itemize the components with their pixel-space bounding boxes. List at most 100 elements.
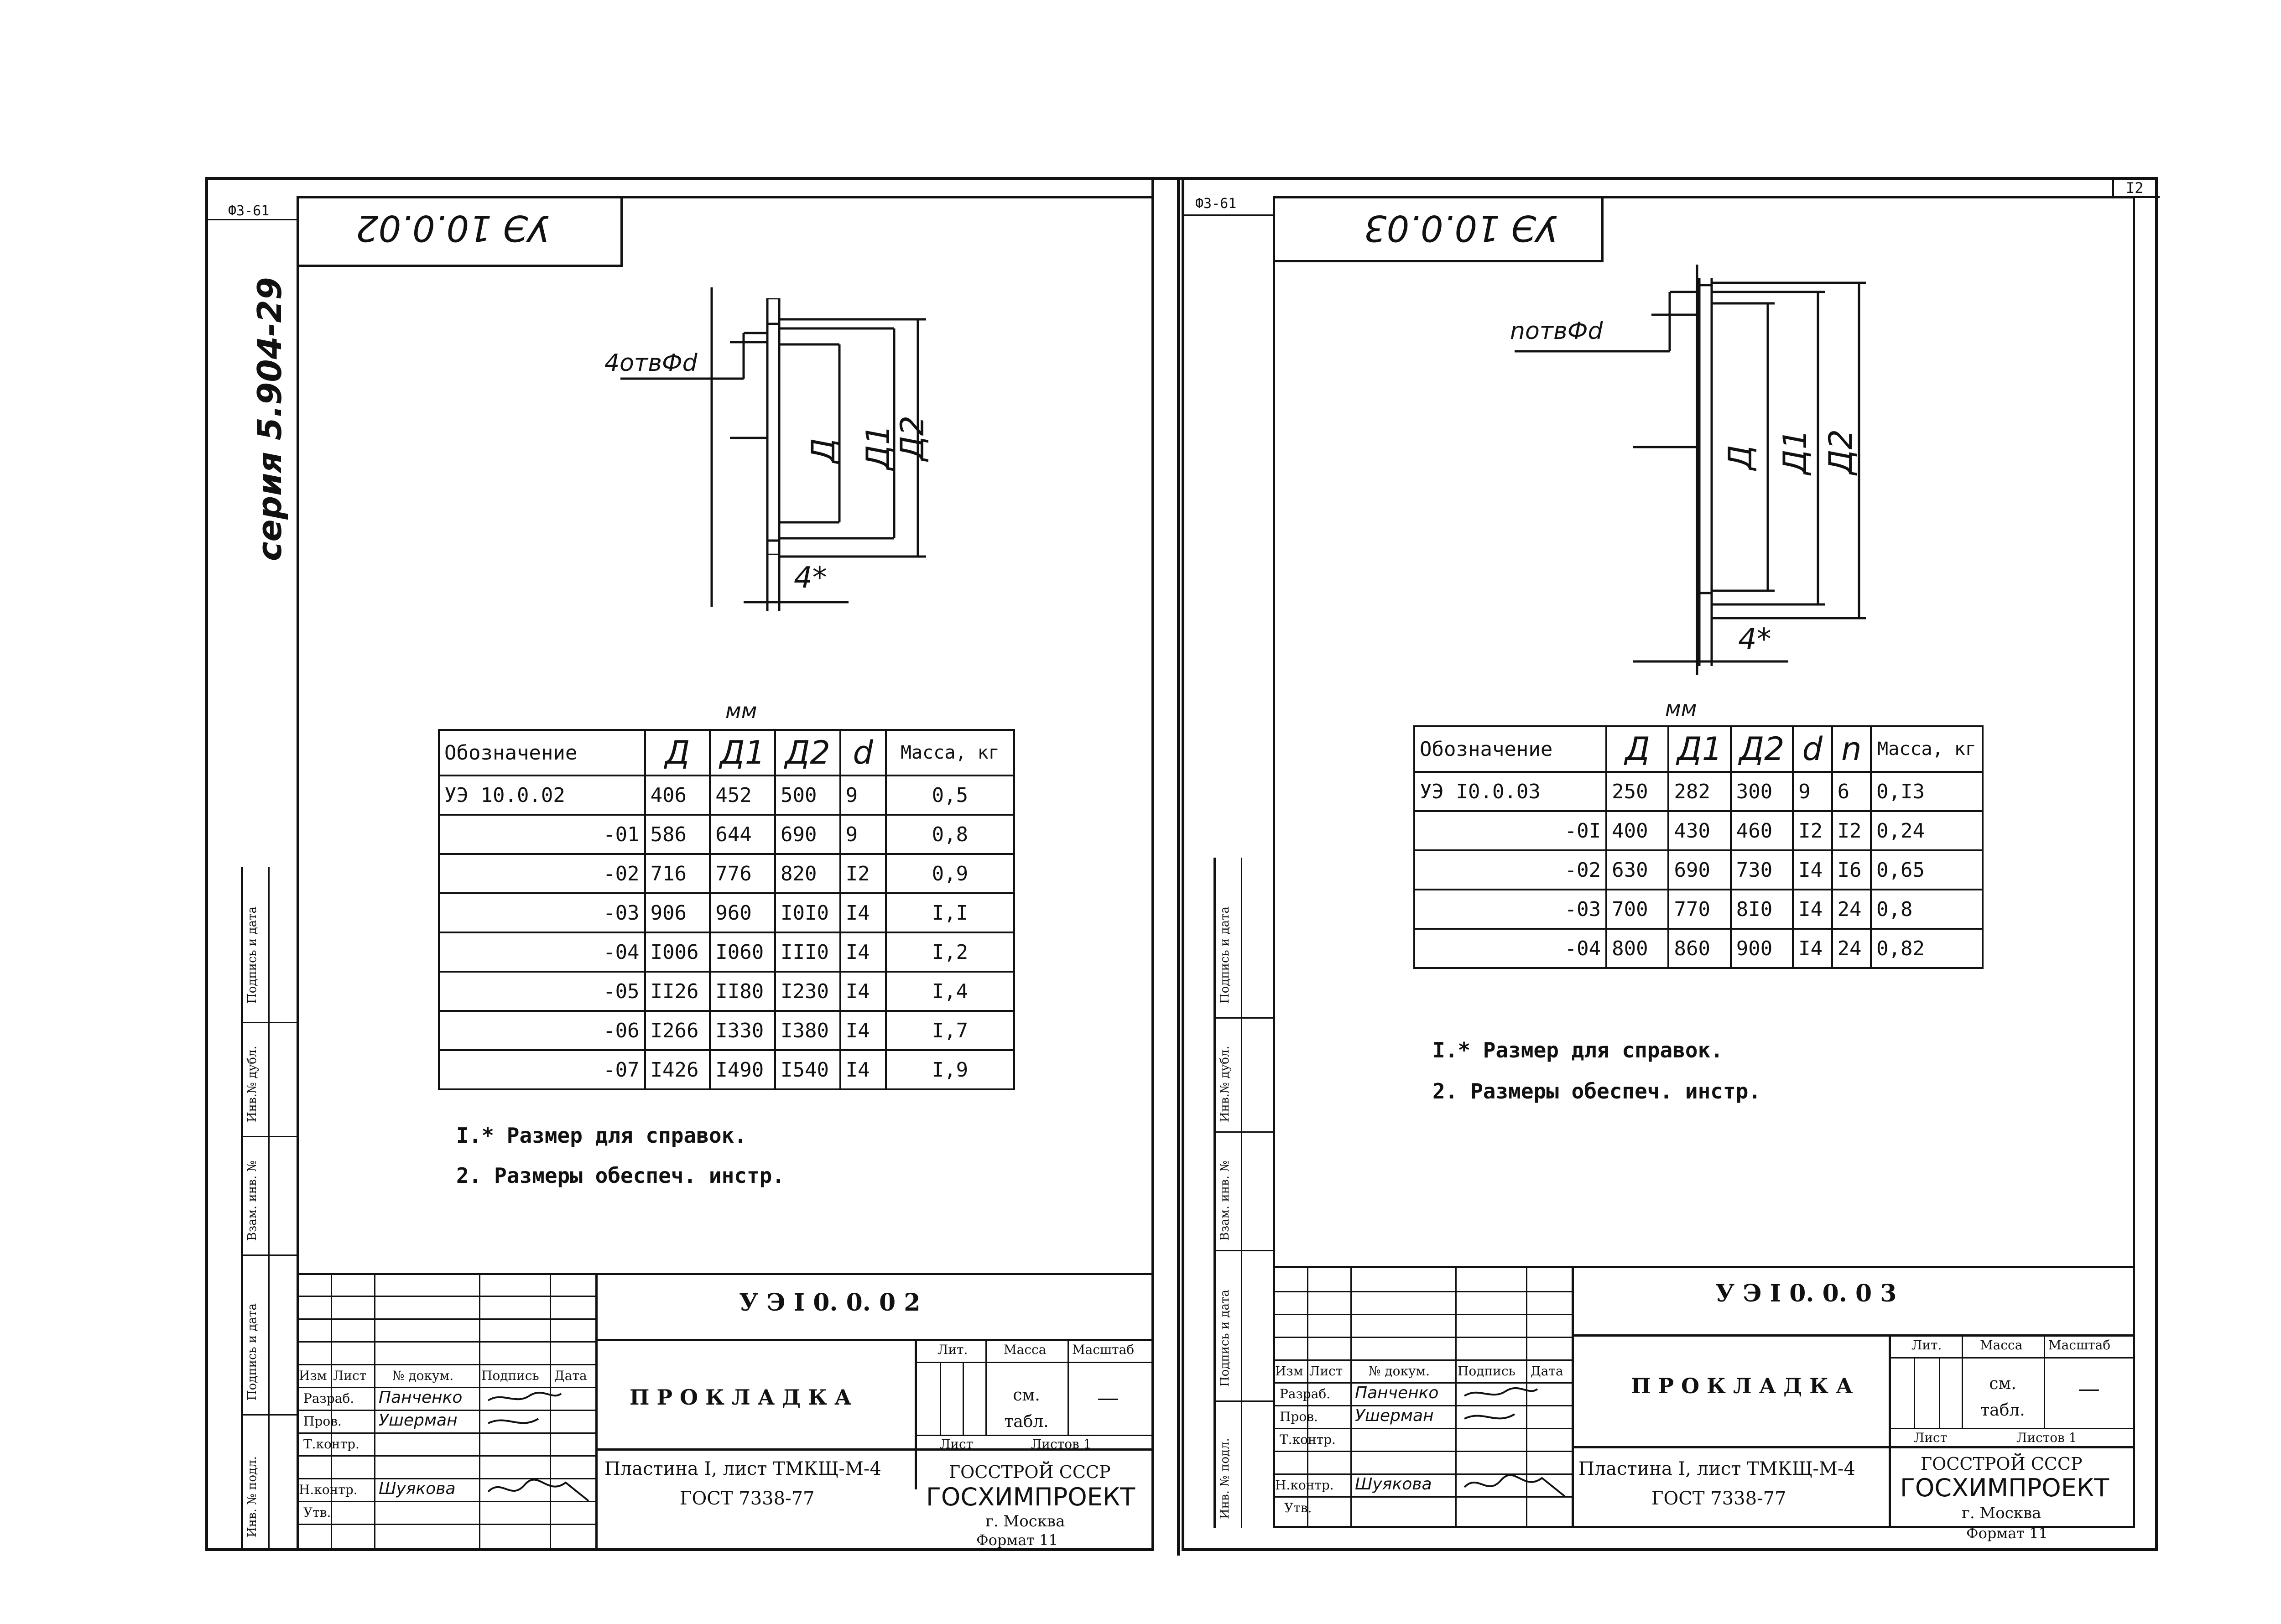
col-header: Д1 xyxy=(709,729,776,776)
stamp-signature: Панченко xyxy=(379,1388,463,1407)
stamp-role: Разраб. xyxy=(1280,1386,1331,1401)
col-header: d xyxy=(839,729,887,776)
cell: I006 xyxy=(644,932,711,973)
cell: I060 xyxy=(709,932,776,973)
cell: I2 xyxy=(1792,811,1833,851)
stamp-gost: ГОСТ 7338-77 xyxy=(680,1488,815,1509)
dim-label-d2: Д2 xyxy=(1822,429,1859,474)
mirrored-code-box xyxy=(297,196,623,267)
cell: -01 xyxy=(438,815,646,855)
stamp-sheet-label: Лист xyxy=(1914,1430,1948,1445)
cell: 630 xyxy=(1605,850,1670,890)
cell: 24 xyxy=(1831,890,1872,930)
stamp-sheets-label: Листов 1 xyxy=(1031,1437,1092,1452)
side-strip xyxy=(241,867,299,1551)
note-2: 2. Размеры обеспеч. инстр. xyxy=(1432,1079,1761,1103)
cell: 690 xyxy=(774,815,841,855)
title-block xyxy=(1273,1266,2135,1530)
cell: I380 xyxy=(774,1011,841,1051)
side-strip xyxy=(1213,858,1275,1528)
cell: 9 xyxy=(1792,772,1833,812)
cell: 0,8 xyxy=(885,815,1016,855)
cell: I4 xyxy=(839,1050,887,1090)
stamp-head-label: Подпись xyxy=(481,1368,539,1383)
cell: 406 xyxy=(644,776,711,816)
stamp-org1: ГОССТРОЙ СССР xyxy=(1921,1454,2083,1474)
cell: -04 xyxy=(438,932,646,973)
cell: I266 xyxy=(644,1011,711,1051)
table-row: -05 II26 II80 I230 I4 I,4 xyxy=(438,972,1016,1012)
table-row: -03 700 770 8I0 I4 24 0,8 xyxy=(1413,890,1984,930)
cell: II26 xyxy=(644,972,711,1012)
cell: 430 xyxy=(1667,811,1732,851)
stamp-scale-label: Масштаб xyxy=(2048,1338,2111,1353)
cell: 690 xyxy=(1667,850,1732,890)
spec-table: Обозначение Д Д1 Д2 d Масса, кг УЭ 10.0.… xyxy=(438,729,1016,1090)
col-header: Д2 xyxy=(774,729,841,776)
stamp-signature: Ушерман xyxy=(379,1411,458,1430)
stamp-head-label: № докум. xyxy=(392,1368,454,1383)
hole-callout: 4отвФd xyxy=(604,349,698,377)
col-header: Обозначение xyxy=(1413,725,1608,773)
side-label: Взам. инв. № xyxy=(1218,1161,1232,1241)
note-1: I.* Размер для справок. xyxy=(456,1123,747,1148)
gasket-drawing xyxy=(1515,265,1866,675)
stamp-signature: Панченко xyxy=(1355,1384,1439,1402)
stamp-mass-value: см. табл. xyxy=(1980,1374,2025,1420)
table-header-row: Обозначение Д Д1 Д2 d n Масса, кг xyxy=(1413,725,1984,773)
stamp-gost: ГОСТ 7338-77 xyxy=(1651,1488,1786,1509)
cell: I4 xyxy=(839,972,887,1012)
stamp-title: П Р О К Л А Д К А xyxy=(630,1385,852,1410)
gasket-drawing xyxy=(620,287,926,611)
cell: 6 xyxy=(1831,772,1872,812)
cell: I6 xyxy=(1831,850,1872,890)
cell: 0,24 xyxy=(1870,811,1984,851)
signature-scribble xyxy=(487,1391,589,1502)
cell: 500 xyxy=(774,776,841,816)
stamp-head-label: Изм xyxy=(1275,1364,1303,1379)
stamp-city: г. Москва xyxy=(985,1512,1065,1530)
cell: 8I0 xyxy=(1729,890,1794,930)
stamp-signature: Ушерман xyxy=(1355,1406,1434,1425)
cell: I540 xyxy=(774,1050,841,1090)
note-1: I.* Размер для справок. xyxy=(1432,1038,1723,1062)
cell: 460 xyxy=(1729,811,1794,851)
col-header: Обозначение xyxy=(438,729,646,776)
stamp-signature: Шуякова xyxy=(379,1479,456,1498)
cell: I2 xyxy=(1831,811,1872,851)
cell: -06 xyxy=(438,1011,646,1051)
note-2: 2. Размеры обеспеч. инстр. xyxy=(456,1163,785,1188)
table-row: -06 I266 I330 I380 I4 I,7 xyxy=(438,1011,1016,1051)
stamp-head-label: Дата xyxy=(1531,1364,1563,1379)
cell: 0,65 xyxy=(1870,850,1984,890)
cell: I4 xyxy=(839,893,887,933)
col-header: Масса, кг xyxy=(1870,725,1984,773)
stamp-role: Утв. xyxy=(303,1505,331,1520)
dim-label-d: Д xyxy=(1722,445,1759,470)
stamp-code: У Э I 0. 0. 0 2 xyxy=(739,1289,921,1317)
cell: 0,82 xyxy=(1870,929,1984,969)
stamp-sheets-label: Листов 1 xyxy=(2016,1430,2077,1445)
cell: 9 xyxy=(839,776,887,816)
stamp-role: Разраб. xyxy=(303,1391,354,1406)
sheet-divider xyxy=(1177,178,1180,1556)
table-row: -07 I426 I490 I540 I4 I,9 xyxy=(438,1050,1016,1090)
cell: I,9 xyxy=(885,1050,1016,1090)
col-header: Д xyxy=(1605,725,1670,773)
stamp-head-label: Подпись xyxy=(1458,1364,1515,1379)
cell: I4 xyxy=(839,932,887,973)
cell: 716 xyxy=(644,854,711,894)
cell: I4 xyxy=(1792,850,1833,890)
col-header: d xyxy=(1792,725,1833,773)
side-label: Инв.№ дубл. xyxy=(1218,1046,1232,1122)
stamp-mass-label: Масса xyxy=(1004,1342,1047,1357)
stamp-city: г. Москва xyxy=(1962,1504,2041,1522)
cell: -03 xyxy=(1413,890,1608,930)
stamp-title: П Р О К Л А Д К А xyxy=(1631,1374,1853,1398)
page-number: I2 xyxy=(2126,179,2144,197)
cell: 0,I3 xyxy=(1870,772,1984,812)
cell: 300 xyxy=(1729,772,1794,812)
units-label: мм xyxy=(1665,696,1697,721)
mirrored-code: УЭ 10.0.03 xyxy=(1364,207,1558,248)
cell: 250 xyxy=(1605,772,1670,812)
